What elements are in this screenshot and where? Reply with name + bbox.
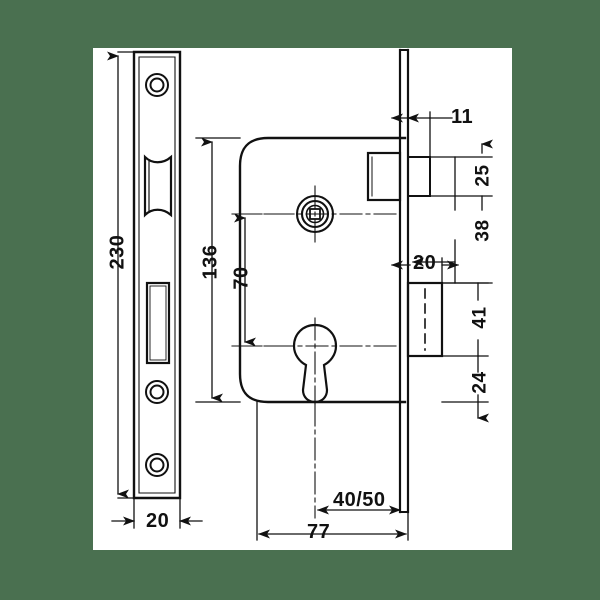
dimension-label-77: 77 [307,521,331,543]
dimension-label-136: 136 [199,244,222,280]
dimension-230 [107,51,181,499]
dimension-77 [256,401,409,541]
dimension-label-20-left: 20 [146,510,170,532]
dimension-4050 [314,403,401,519]
faceplate-inner-edge [138,56,176,494]
dimension-label-4050: 40/50 [333,489,386,511]
screw-hole-bottom [145,453,169,477]
dimension-label-230: 230 [106,234,129,270]
faceplate-edge-side [398,48,410,514]
dimension-label-38: 38 [472,219,494,242]
dimension-20-right [391,257,459,284]
dimension-label-24: 24 [469,371,491,394]
dimension-label-25: 25 [472,164,494,187]
dimension-20-left [111,497,203,529]
deadbolt-opening [145,281,171,365]
deadbolt-block [406,281,444,358]
faceplate-front-view [132,50,182,500]
dimension-24 [441,355,489,423]
lock-body-side-view [237,48,444,514]
dimension-11 [391,111,453,158]
dimension-label-41: 41 [469,306,491,329]
screw-hole-lower [145,380,169,404]
lock-case-outline [238,136,407,404]
dimension-25 [429,139,493,211]
faceplate-outline [132,50,182,500]
dimension-label-20-right: 20 [413,252,437,274]
latch-bolt-opening [143,154,173,218]
dimension-70 [231,213,295,347]
dimension-136 [195,137,241,403]
keyhole-centre-cross [237,317,401,405]
screw-hole-top [145,73,169,97]
spindle-centre-cross [237,185,401,244]
latch-bolt [366,151,431,202]
dimension-label-70: 70 [230,266,253,290]
dimension-label-11: 11 [451,106,474,128]
dimension-41 [441,282,489,357]
